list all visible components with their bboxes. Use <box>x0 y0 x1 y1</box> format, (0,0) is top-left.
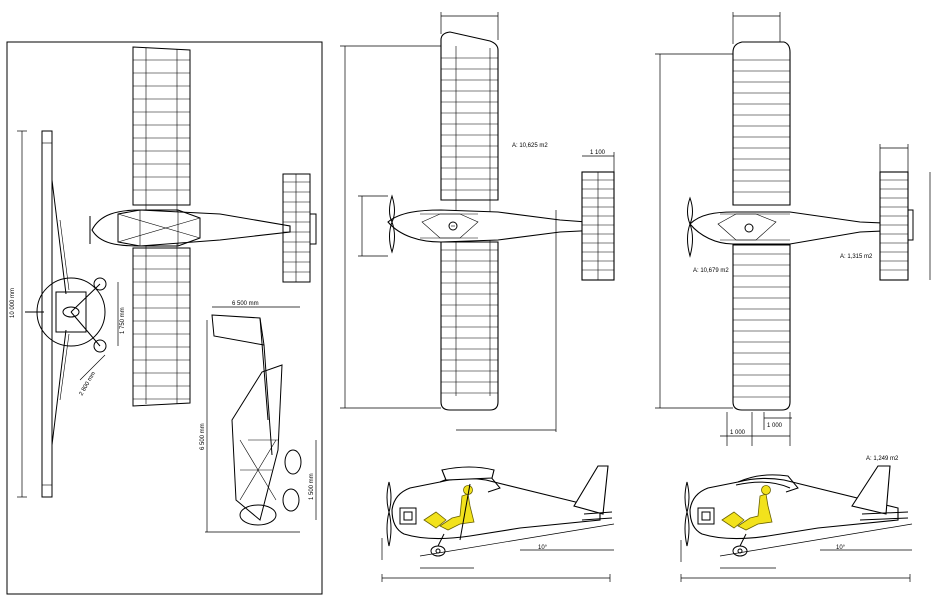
side-length-dim-label: 6 500 mm <box>200 423 206 450</box>
wing-area-label-b: A: 10,679 m2 <box>693 268 729 274</box>
dim-label-left: 1 000 <box>730 430 746 436</box>
tail-area-label-b: A: 1,315 m2 <box>840 254 873 260</box>
height-dim-label: 1 750 mm <box>120 307 126 334</box>
track-dim-label: 2 800 mm <box>79 371 98 397</box>
wing-ribs <box>441 57 498 394</box>
engine <box>399 507 417 525</box>
cockpit-marker <box>744 223 754 233</box>
pilot-figure <box>439 493 475 531</box>
pilot-figure <box>737 493 773 531</box>
planform-a: 1 100 A: 10,625 m2 <box>340 12 615 432</box>
side-view-b: 10° A: 1,249 m2 <box>680 456 913 582</box>
three-view-frame <box>6 41 323 595</box>
dim-label-right: 1 000 <box>767 423 783 429</box>
tail-chord-label: 1 100 <box>590 150 606 156</box>
angle-label-b: 10° <box>836 545 846 551</box>
engine <box>697 507 715 525</box>
wingspan-dim-label: 10 000 mm <box>10 288 16 318</box>
fin-area-label-b: A: 1,249 m2 <box>866 456 899 462</box>
side-height-dim-label: 1 500 mm <box>309 473 315 500</box>
side-top-dim-label: 6 500 mm <box>232 301 259 307</box>
top-view <box>89 46 317 407</box>
wing-area-label-a: A: 10,625 m2 <box>512 143 548 149</box>
cockpit-marker <box>448 221 458 231</box>
wing-ribs <box>733 59 790 398</box>
side-view-rotated: 6 500 mm 6 500 mm 1 500 mm <box>200 301 317 533</box>
planform-b: 1 000 1 000 A: 10,679 m2 A: 1,315 m2 <box>655 12 931 446</box>
wing-ribs <box>133 59 190 400</box>
side-view-a: 10° <box>381 465 615 582</box>
angle-label-a: 10° <box>538 545 548 551</box>
three-view-panel: 10 000 mm 1 750 mm 2 800 mm <box>6 41 323 595</box>
front-view: 10 000 mm 1 750 mm 2 800 mm <box>10 130 126 498</box>
